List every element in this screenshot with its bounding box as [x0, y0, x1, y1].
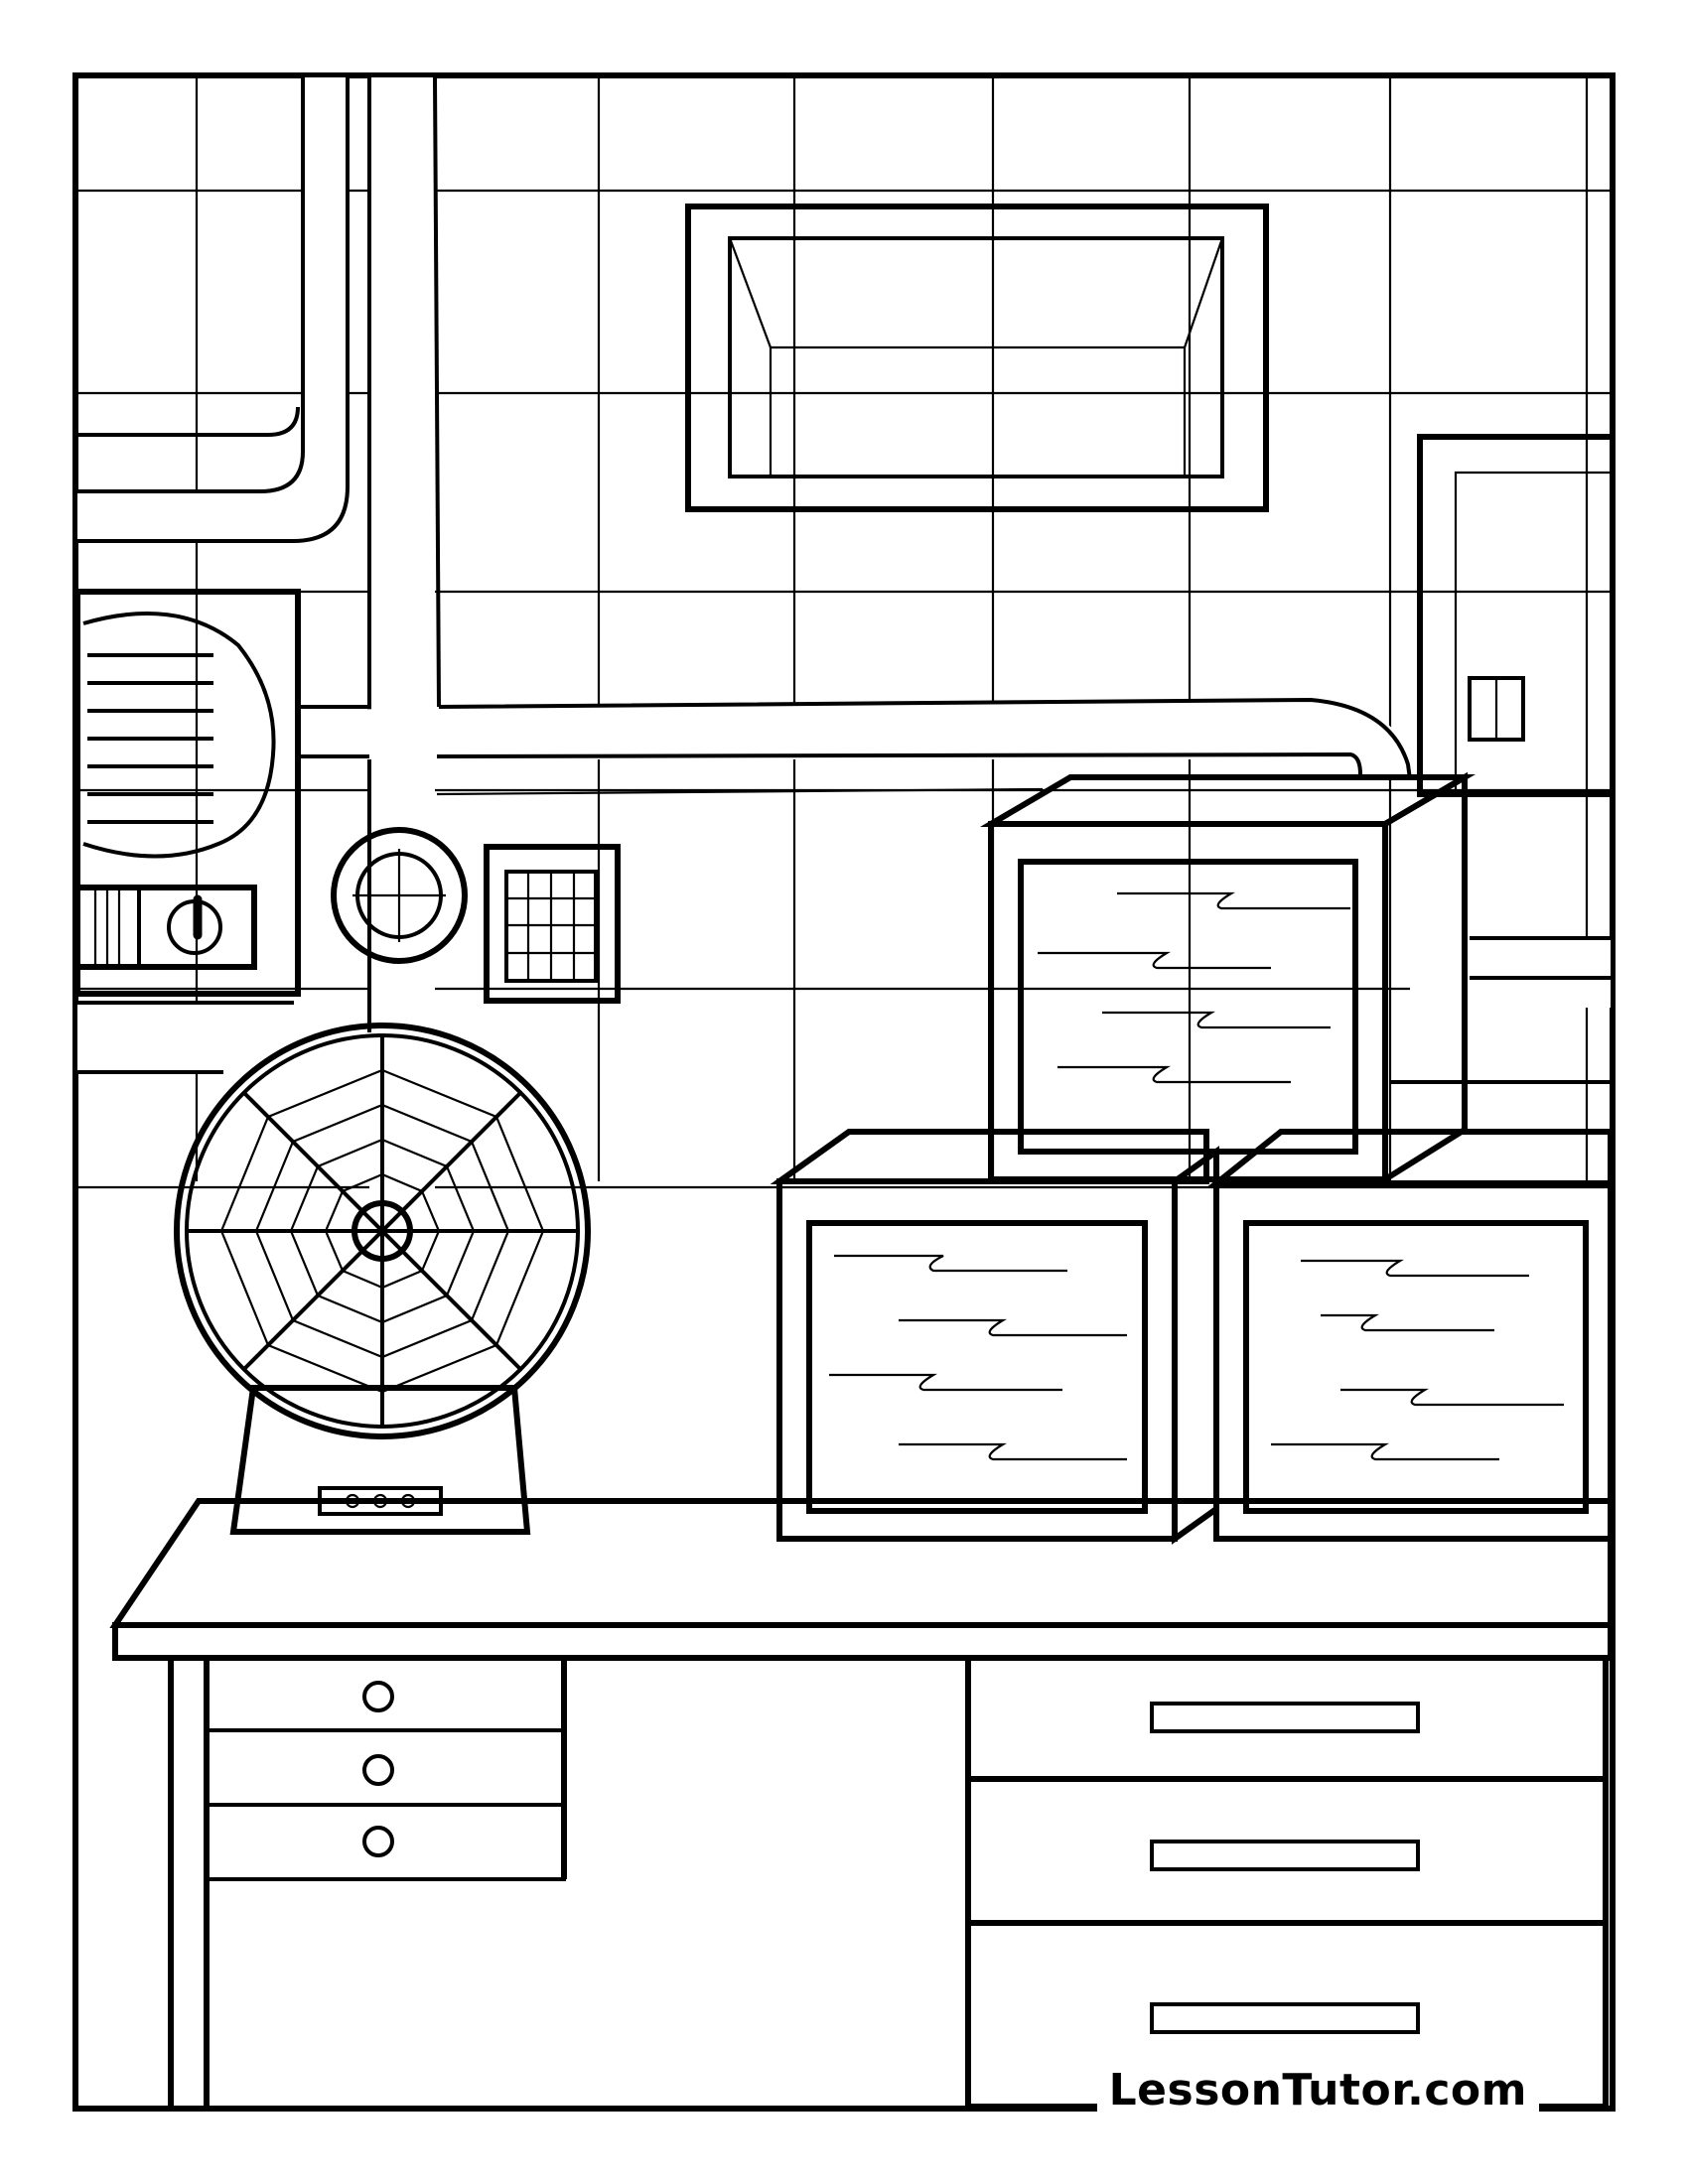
desk-fan — [177, 1025, 588, 1532]
wall-unit-left — [77, 592, 298, 994]
keypad — [487, 847, 618, 1001]
watermark-text: LessonTutor.com — [1096, 2055, 1539, 2124]
left-drawers — [207, 1658, 564, 1879]
pressure-gauge — [334, 830, 465, 961]
wall-vent — [688, 206, 1266, 509]
right-drawers — [968, 1658, 1606, 2107]
wall-pipes — [77, 77, 1611, 1358]
electrical-panel — [1420, 437, 1613, 794]
crt-monitor-stack — [779, 777, 1611, 1539]
